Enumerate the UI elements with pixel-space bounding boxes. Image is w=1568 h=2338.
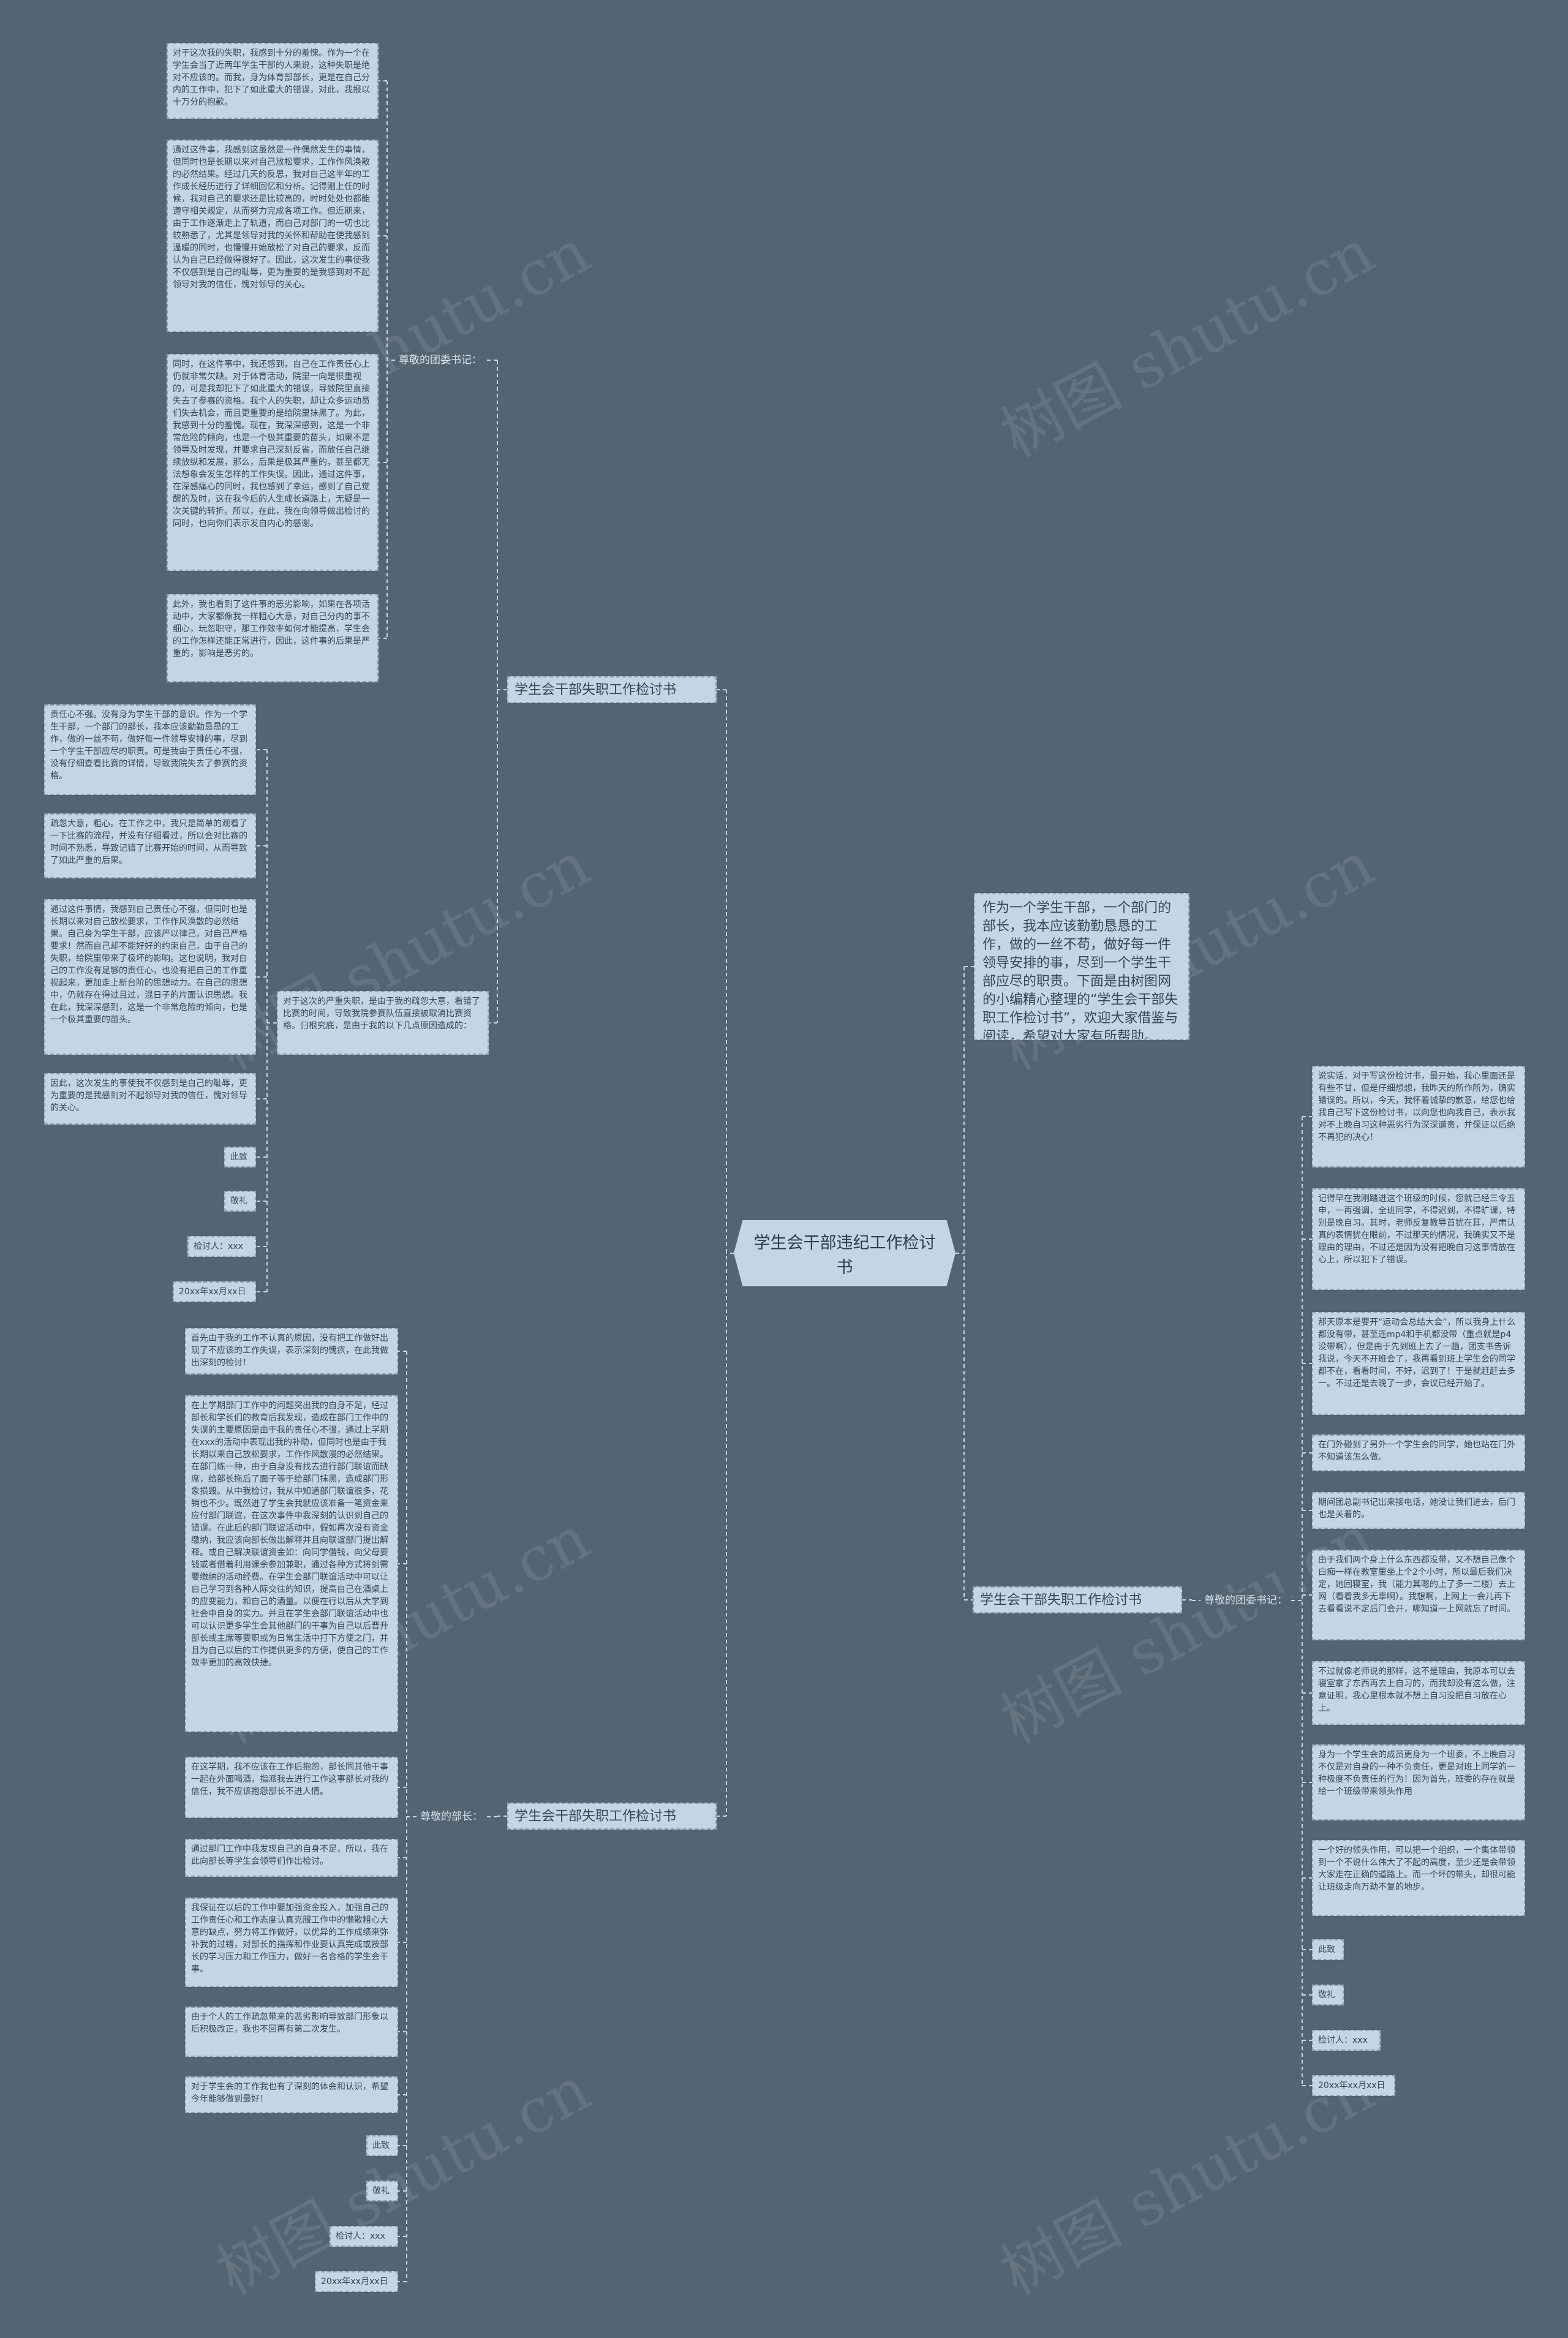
branch-2-para[interactable]: 期间团总副书记出来接电话，她没让我们进去，后门也是关着的。 <box>1312 1492 1525 1529</box>
branch-3-title[interactable]: 学生会干部失职工作检讨书（三） <box>507 1803 717 1830</box>
branch-1-closing[interactable]: 检讨人：xxx <box>187 1236 256 1257</box>
branch-3-para[interactable]: 由于个人的工作疏忽带来的恶劣影响导致部门形象以后积极改正，我也不回再有第二次发生… <box>185 2007 398 2057</box>
branch-2-closing[interactable]: 检讨人：xxx <box>1312 2030 1381 2051</box>
branch-1-title[interactable]: 学生会干部失职工作检讨书（一） <box>507 676 717 703</box>
branch-3-para[interactable]: 我保证在以后的工作中要加强资金投入，加强自己的工作责任心和工作态度认真克服工作中… <box>185 1898 398 1987</box>
branch-3-para[interactable]: 首先由于我的工作不认真的原因，没有把工作做好出现了不应该的工作失误，表示深刻的愧… <box>185 1328 398 1375</box>
branch-1-closing[interactable]: 此致 <box>224 1147 256 1167</box>
branch-2-para[interactable]: 说实话，对于写这份检讨书，最开始，我心里面还是有些不甘，但是仔细想想，我昨天的所… <box>1312 1066 1525 1167</box>
branch-1-closing[interactable]: 20xx年xx月xx日 <box>173 1281 256 1302</box>
branch-1-subtopic[interactable]: 对于这次的严重失职，是由于我的疏忽大意，看错了比赛的时间，导致我院参赛队伍直接被… <box>277 991 489 1055</box>
branch-3-para[interactable]: 对于学生会的工作我也有了深刻的体会和认识，希望今年能够做到最好！ <box>185 2076 398 2113</box>
branch-2-title[interactable]: 学生会干部失职工作检讨书（二） <box>973 1586 1182 1613</box>
branch-1-salutation: 尊敬的团委书记： <box>395 352 486 368</box>
intro-note[interactable]: 作为一个学生干部，一个部门的部长，我本应该勤勤恳恳的工作，做的一丝不苟，做好每一… <box>974 893 1189 1040</box>
branch-1-reason[interactable]: 疏忽大意，粗心。在工作之中，我只是简单的观看了一下比赛的流程，并没有仔细看过，所… <box>44 813 256 878</box>
branch-3-closing[interactable]: 20xx年xx月xx日 <box>315 2271 398 2292</box>
branch-2-closing[interactable]: 敬礼 <box>1312 1985 1344 2005</box>
branch-3-para[interactable]: 通过部门工作中我发现自己的自身不足，所以，我在此向部长等学生会领导们作出检讨。 <box>185 1839 398 1877</box>
branch-2-para[interactable]: 记得早在我刚踏进这个班级的时候，您就已经三令五申，一再强调，全班同学，不得迟到，… <box>1312 1188 1525 1290</box>
branch-3-closing[interactable]: 检讨人：xxx <box>330 2226 398 2247</box>
branch-1-para[interactable]: 对于这次我的失职，我感到十分的羞愧。作为一个在学生会当了近两年学生干部的人来说，… <box>167 43 379 119</box>
branch-2-para[interactable]: 不过就像老师说的那样，这不是理由，我原本可以去寝室拿了东西再去上自习的，而我却没… <box>1312 1661 1525 1725</box>
branch-2-para[interactable]: 身为一个学生会的成员更身为一个班委，不上晚自习不仅是对自身的一种不负责任，更是对… <box>1312 1744 1525 1820</box>
branch-2-closing[interactable]: 20xx年xx月xx日 <box>1312 2075 1395 2096</box>
branch-3-salutation: 尊敬的部长： <box>417 1809 486 1825</box>
branch-3-closing[interactable]: 敬礼 <box>366 2181 398 2201</box>
central-topic[interactable]: 学生会干部违纪工作检讨书 <box>734 1220 956 1286</box>
branch-1-para[interactable]: 此外，我也看到了这件事的恶劣影响，如果在各项活动中，大家都像我一样粗心大意，对自… <box>167 594 379 682</box>
branch-2-para[interactable]: 一个好的领头作用，可以把一个组织，一个集体带领到一个不说什么伟大了不起的高度，至… <box>1312 1840 1525 1916</box>
branch-1-para[interactable]: 同时，在这件事中，我还感到，自己在工作责任心上仍就非常欠缺。对于体育活动，院里一… <box>167 354 379 571</box>
branch-2-closing[interactable]: 此致 <box>1312 1939 1344 1960</box>
branch-3-para[interactable]: 在上学期部门工作中的问题突出我的自身不足，经过部长和学长们的教育后我发现，造成在… <box>185 1395 398 1732</box>
branch-1-para[interactable]: 通过这件事，我感到这虽然是一件偶然发生的事情，但同时也是长期以来对自己放松要求，… <box>167 140 379 332</box>
branch-1-closing[interactable]: 敬礼 <box>224 1191 256 1212</box>
branch-3-closing[interactable]: 此致 <box>366 2135 398 2156</box>
branch-2-salutation: 尊敬的团委书记： <box>1200 1593 1291 1608</box>
branch-2-para[interactable]: 由于我们两个身上什么东西都没带，又不想自己像个白痴一样在教室里坐上个2个小时，所… <box>1312 1550 1525 1640</box>
branch-1-reason[interactable]: 责任心不强。没有身为学生干部的意识。作为一个学生干部，一个部门的部长，我本应该勤… <box>44 704 256 795</box>
branch-1-reason[interactable]: 因此，这次发生的事使我不仅感到是自己的耻辱，更为重要的是我感到对不起领导对我的信… <box>44 1073 256 1125</box>
branch-2-para[interactable]: 在门外碰到了另外一个学生会的同学，她也站在门外不知道该怎么做。 <box>1312 1435 1525 1471</box>
branch-3-para[interactable]: 在这学期，我不应该在工作后抱怨，部长同其他干事一起在外面喝酒，指派我去进行工作这… <box>185 1757 398 1818</box>
branch-1-reason[interactable]: 通过这件事情，我感到自己责任心不强，但同时也是长期以来对自己放松要求，工作作风涣… <box>44 899 256 1055</box>
branch-2-para[interactable]: 那天原本是要开“运动会总结大会”，所以我身上什么都没有带，甚至连mp4和手机都没… <box>1312 1312 1525 1415</box>
